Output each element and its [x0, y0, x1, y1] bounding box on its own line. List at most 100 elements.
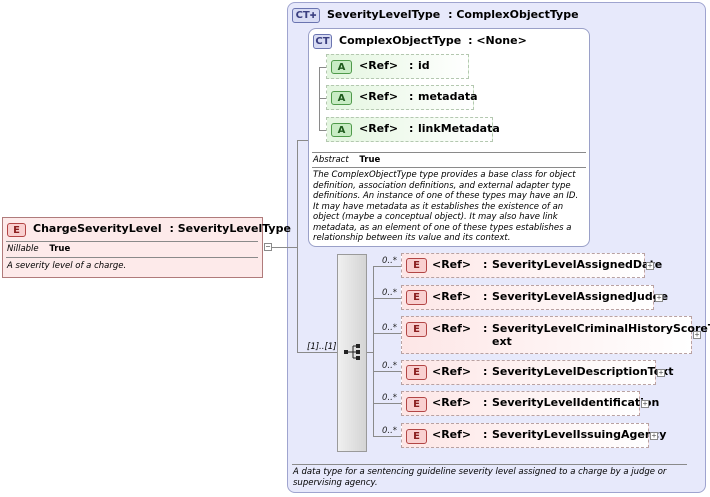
element-ref: <Ref> [432, 428, 472, 441]
element-name: SeverityLevelDescriptionText [492, 365, 674, 378]
attribute-sep: : [409, 122, 414, 135]
attr-connector [319, 130, 331, 131]
expand-icon[interactable]: + [650, 431, 658, 440]
element-sep: : [483, 290, 488, 303]
attribute-sep: : [409, 59, 414, 72]
attribute-box [326, 85, 474, 110]
element-badge-icon: E [406, 429, 427, 444]
outer-type-name: SeverityLevelType [327, 8, 441, 21]
element-connector [373, 266, 401, 267]
element-box [401, 423, 649, 448]
expand-icon[interactable]: + [693, 330, 701, 339]
element-name: SeverityLevelIdentification [492, 396, 660, 409]
collapse-icon[interactable]: − [264, 242, 272, 251]
element-badge-icon: E [406, 258, 427, 273]
element-name-continued: ext [492, 335, 512, 348]
element-box [401, 316, 692, 354]
element-occurrence: 0..* [382, 426, 398, 436]
expand-icon[interactable]: + [641, 399, 649, 408]
attribute-sep: : [409, 90, 414, 103]
element-occurrence: 0..* [382, 256, 398, 266]
tree-to-sequence-line [297, 352, 337, 353]
abstract-row: Abstract True [313, 155, 380, 165]
attribute-name: id [418, 59, 430, 72]
attr-connector-vertical [319, 68, 320, 130]
attribute-ref: <Ref> [359, 90, 399, 103]
sequence-compositor[interactable] [337, 254, 367, 452]
attribute-badge-icon: A [331, 60, 352, 74]
element-ref: <Ref> [432, 365, 472, 378]
element-box [401, 285, 654, 310]
element-name: SeverityLevelIssuingAgency [492, 428, 667, 441]
attribute-name: metadata [418, 90, 478, 103]
sequence-cardinality: [1]..[1] [307, 342, 337, 352]
attribute-box [326, 54, 469, 79]
tree-vertical-line [297, 140, 298, 352]
element-sep: : [483, 258, 488, 271]
expand-icon[interactable]: + [655, 293, 663, 302]
element-badge-icon: E [406, 365, 427, 380]
element-sep: : [483, 322, 488, 335]
attribute-name: linkMetadata [418, 122, 500, 135]
element-badge-icon: E [406, 290, 427, 305]
element-ref: <Ref> [432, 322, 472, 335]
base-type-divider-1 [312, 152, 586, 153]
attribute-ref: <Ref> [359, 122, 399, 135]
root-element-name: ChargeSeverityLevel [33, 222, 162, 235]
element-badge-icon: E [406, 322, 427, 337]
outer-type-title: SeverityLevelType : ComplexObjectType [327, 8, 579, 21]
nillable-label: Nillable [7, 244, 39, 254]
element-box [401, 360, 656, 385]
element-name: SeverityLevelAssignedJudge [492, 290, 669, 303]
outer-type-description: A data type for a sentencing guideline s… [293, 467, 667, 488]
expand-icon[interactable]: + [657, 368, 665, 377]
element-badge-icon: E [7, 223, 26, 237]
abstract-label: Abstract [313, 155, 349, 165]
element-connector [373, 403, 401, 404]
attr-connector [319, 98, 331, 99]
elements-trunk-line [367, 352, 373, 353]
base-type-base: <None> [476, 34, 527, 47]
element-ref: <Ref> [432, 290, 472, 303]
outer-type-base: ComplexObjectType [456, 8, 579, 21]
element-occurrence: 0..* [382, 288, 398, 298]
element-ref: <Ref> [432, 258, 472, 271]
root-divider-2 [6, 257, 258, 258]
element-occurrence: 0..* [382, 361, 398, 371]
base-type-title: ComplexObjectType : <None> [339, 34, 527, 47]
root-divider-1 [6, 241, 258, 242]
base-type-sep: : [468, 34, 473, 47]
expand-icon[interactable]: + [646, 261, 654, 270]
attribute-ref: <Ref> [359, 59, 399, 72]
element-box [401, 253, 645, 278]
outer-type-sep: : [448, 8, 453, 21]
root-element-description: A severity level of a charge. [7, 261, 127, 271]
element-connector [373, 371, 401, 372]
element-occurrence: 0..* [382, 393, 398, 403]
abstract-value: True [359, 155, 381, 165]
element-sep: : [483, 396, 488, 409]
element-connector [373, 436, 401, 437]
root-element-type: SeverityLevelType [177, 222, 291, 235]
root-element-sep: : [169, 222, 174, 235]
attribute-badge-icon: A [331, 123, 352, 137]
complex-type-badge-icon: CT✚ [292, 8, 320, 23]
attr-connector [319, 67, 331, 68]
element-connector [373, 298, 401, 299]
attribute-box [326, 117, 493, 142]
element-connector [373, 333, 401, 334]
element-occurrence: 0..* [382, 323, 398, 333]
nillable-value: True [49, 244, 71, 254]
base-type-description: The ComplexObjectType type provides a ba… [313, 170, 579, 243]
element-badge-icon: E [406, 397, 427, 412]
element-sep: : [483, 428, 488, 441]
element-ref: <Ref> [432, 396, 472, 409]
element-sep: : [483, 365, 488, 378]
root-element-box[interactable] [2, 217, 263, 278]
root-element-title: ChargeSeverityLevel : SeverityLevelType [33, 222, 291, 235]
base-type-divider-2 [312, 167, 586, 168]
elements-vertical-line [373, 266, 374, 436]
root-connector [272, 247, 297, 248]
sequence-icon [344, 344, 360, 360]
base-type-name: ComplexObjectType [339, 34, 462, 47]
